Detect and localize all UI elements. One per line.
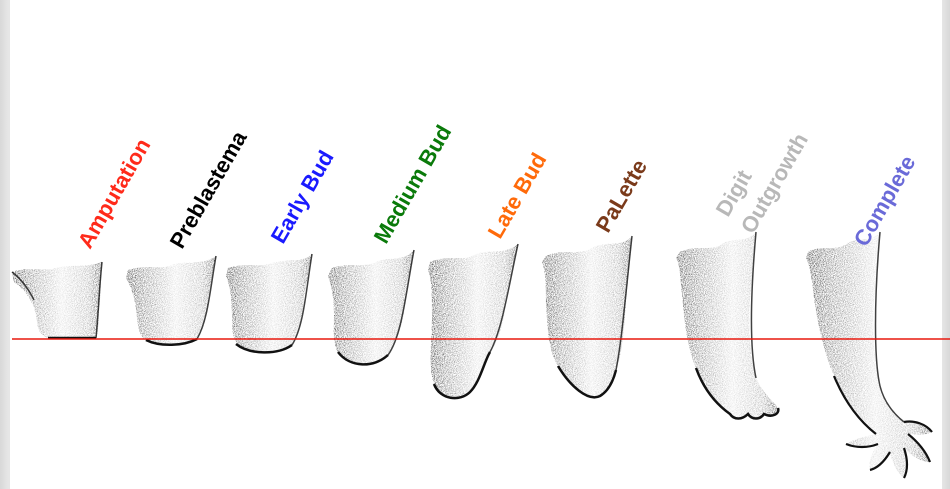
label-palette: PaLette: [591, 155, 652, 236]
limb-preblastema: [126, 256, 216, 345]
limb-complete: [806, 232, 932, 478]
limb-late-bud: [428, 244, 518, 398]
label-preblastema: Preblastema: [165, 126, 252, 252]
label-late-bud: Late Bud: [483, 148, 552, 242]
label-complete: Complete: [849, 151, 921, 250]
limb-medium-bud: [328, 250, 414, 364]
limb-early-bud: [226, 254, 312, 352]
label-amputation: Amputation: [73, 134, 156, 252]
limb-palette: [542, 236, 632, 398]
label-early-bud: Early Bud: [266, 146, 339, 247]
limb-amputation: [12, 262, 102, 338]
limb-digit-outgrowth: [676, 232, 778, 419]
label-medium-bud: Medium Bud: [369, 121, 457, 248]
